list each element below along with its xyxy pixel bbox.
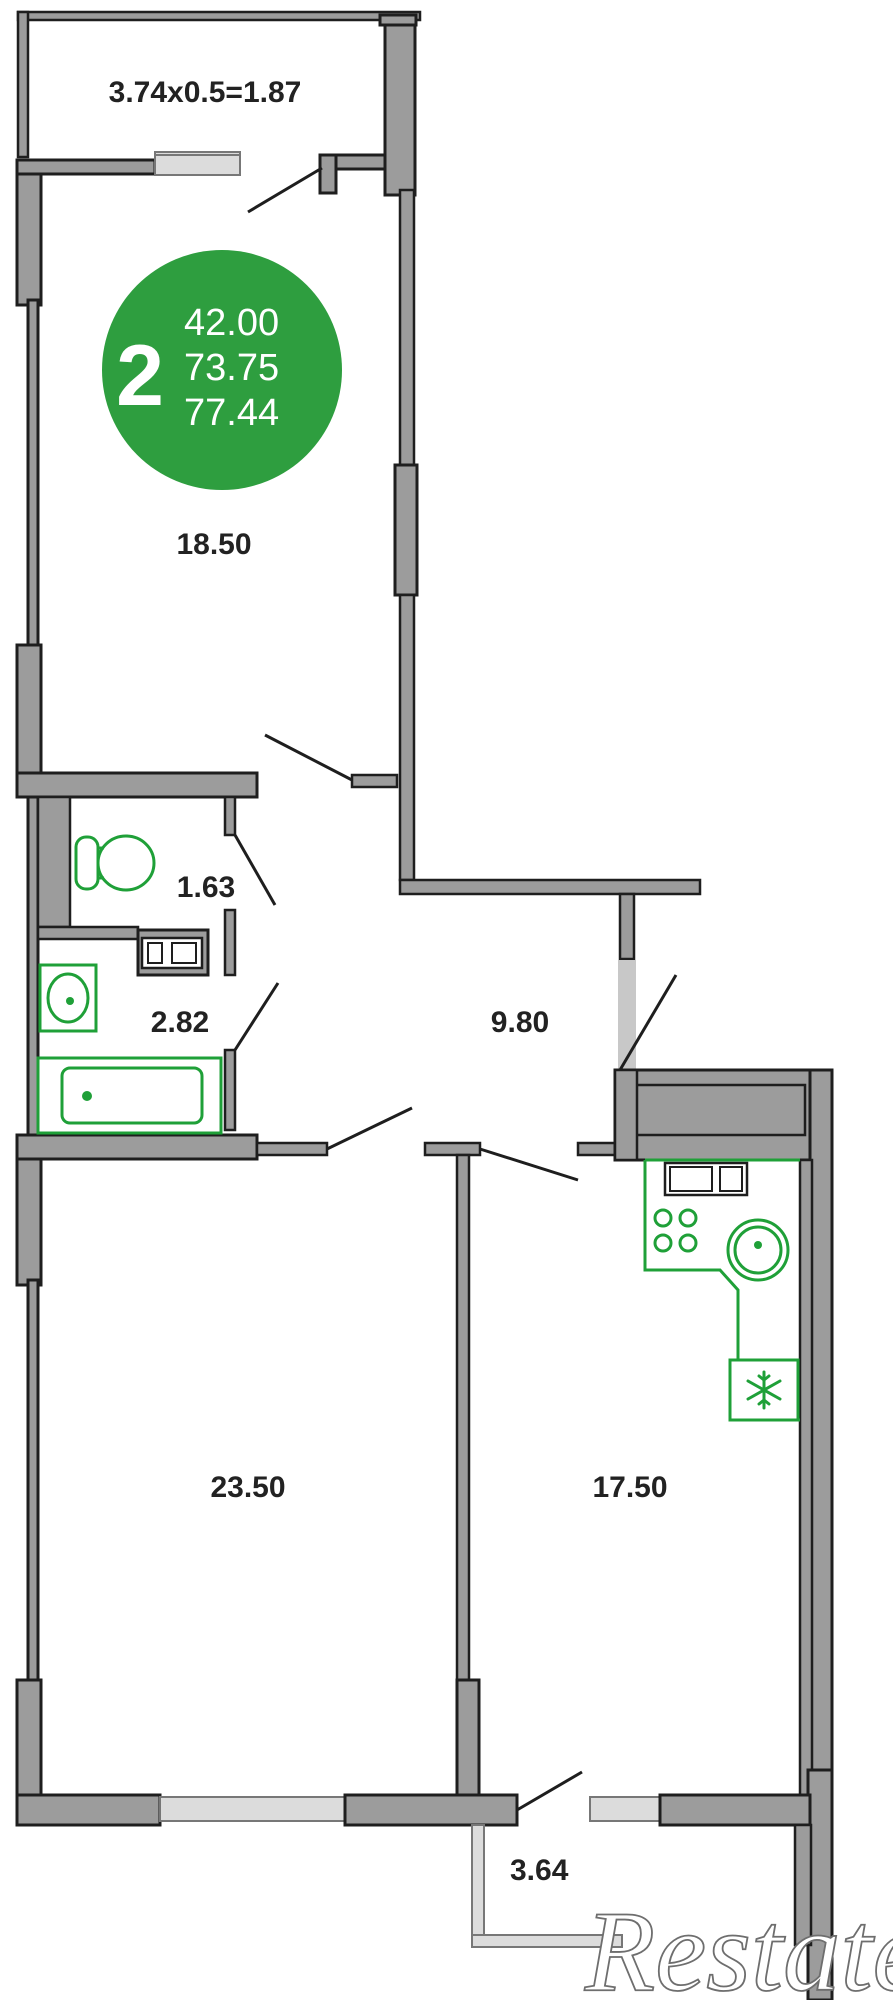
doors — [233, 166, 678, 1812]
badge-circle — [102, 250, 342, 490]
badge-total-area: 73.75 — [184, 347, 279, 389]
bedroom-bottom-wall — [15, 771, 399, 837]
bottom-balcony — [471, 1823, 813, 1948]
stove-icon — [653, 1208, 698, 1253]
toilet-door-swing — [233, 834, 277, 906]
fridge-snowflake-icon — [728, 1358, 800, 1422]
hall-door-swing — [618, 974, 678, 1071]
kitchen-area: 17.50 — [592, 1471, 667, 1504]
bedroom-area: 18.50 — [176, 528, 251, 561]
apartment-badge: 2 42.00 73.75 77.44 — [102, 250, 342, 490]
bedroom-top-wall — [15, 23, 417, 197]
bath-door-swing — [233, 982, 280, 1051]
kitchen-sink-icon — [726, 1218, 790, 1282]
balcony-door-swing — [247, 166, 323, 214]
right-exterior-wall — [798, 1068, 834, 2000]
living-door-swing — [326, 1106, 413, 1151]
bedroom-right-wall — [393, 188, 419, 882]
partition-walls — [423, 1141, 620, 1817]
left-exterior-wall — [15, 163, 43, 1827]
counter-icon — [140, 936, 204, 970]
kitchen-door-swing — [479, 1147, 579, 1182]
toilet-area: 1.63 — [177, 871, 235, 904]
living-room-area: 23.50 — [210, 1471, 285, 1504]
bottom-balcony-door-swing — [516, 1770, 583, 1812]
badge-rooms-count: 2 — [116, 328, 164, 424]
watermark: Restate — [584, 1888, 893, 2000]
bottom-wall — [15, 1793, 812, 1827]
badge-living-area: 42.00 — [184, 302, 279, 344]
bedroom-door-swing — [264, 733, 353, 782]
sink-icon — [38, 963, 98, 1033]
kitchen-top-wall — [613, 1068, 812, 1162]
toilet-icon — [74, 834, 156, 892]
bathroom-area: 2.82 — [151, 1006, 209, 1039]
balcony-top-area: 3.74x0.5=1.87 — [109, 76, 302, 109]
badge-total-with-balcony: 77.44 — [184, 392, 279, 434]
bathtub-icon — [36, 1056, 223, 1135]
hall-right-wall — [398, 878, 702, 1070]
hall-area: 9.80 — [491, 1006, 549, 1039]
balcony-bottom-area: 3.64 — [510, 1854, 569, 1887]
kitchen-cabinet-icon — [663, 1161, 749, 1197]
bathroom-walls — [15, 795, 329, 1161]
